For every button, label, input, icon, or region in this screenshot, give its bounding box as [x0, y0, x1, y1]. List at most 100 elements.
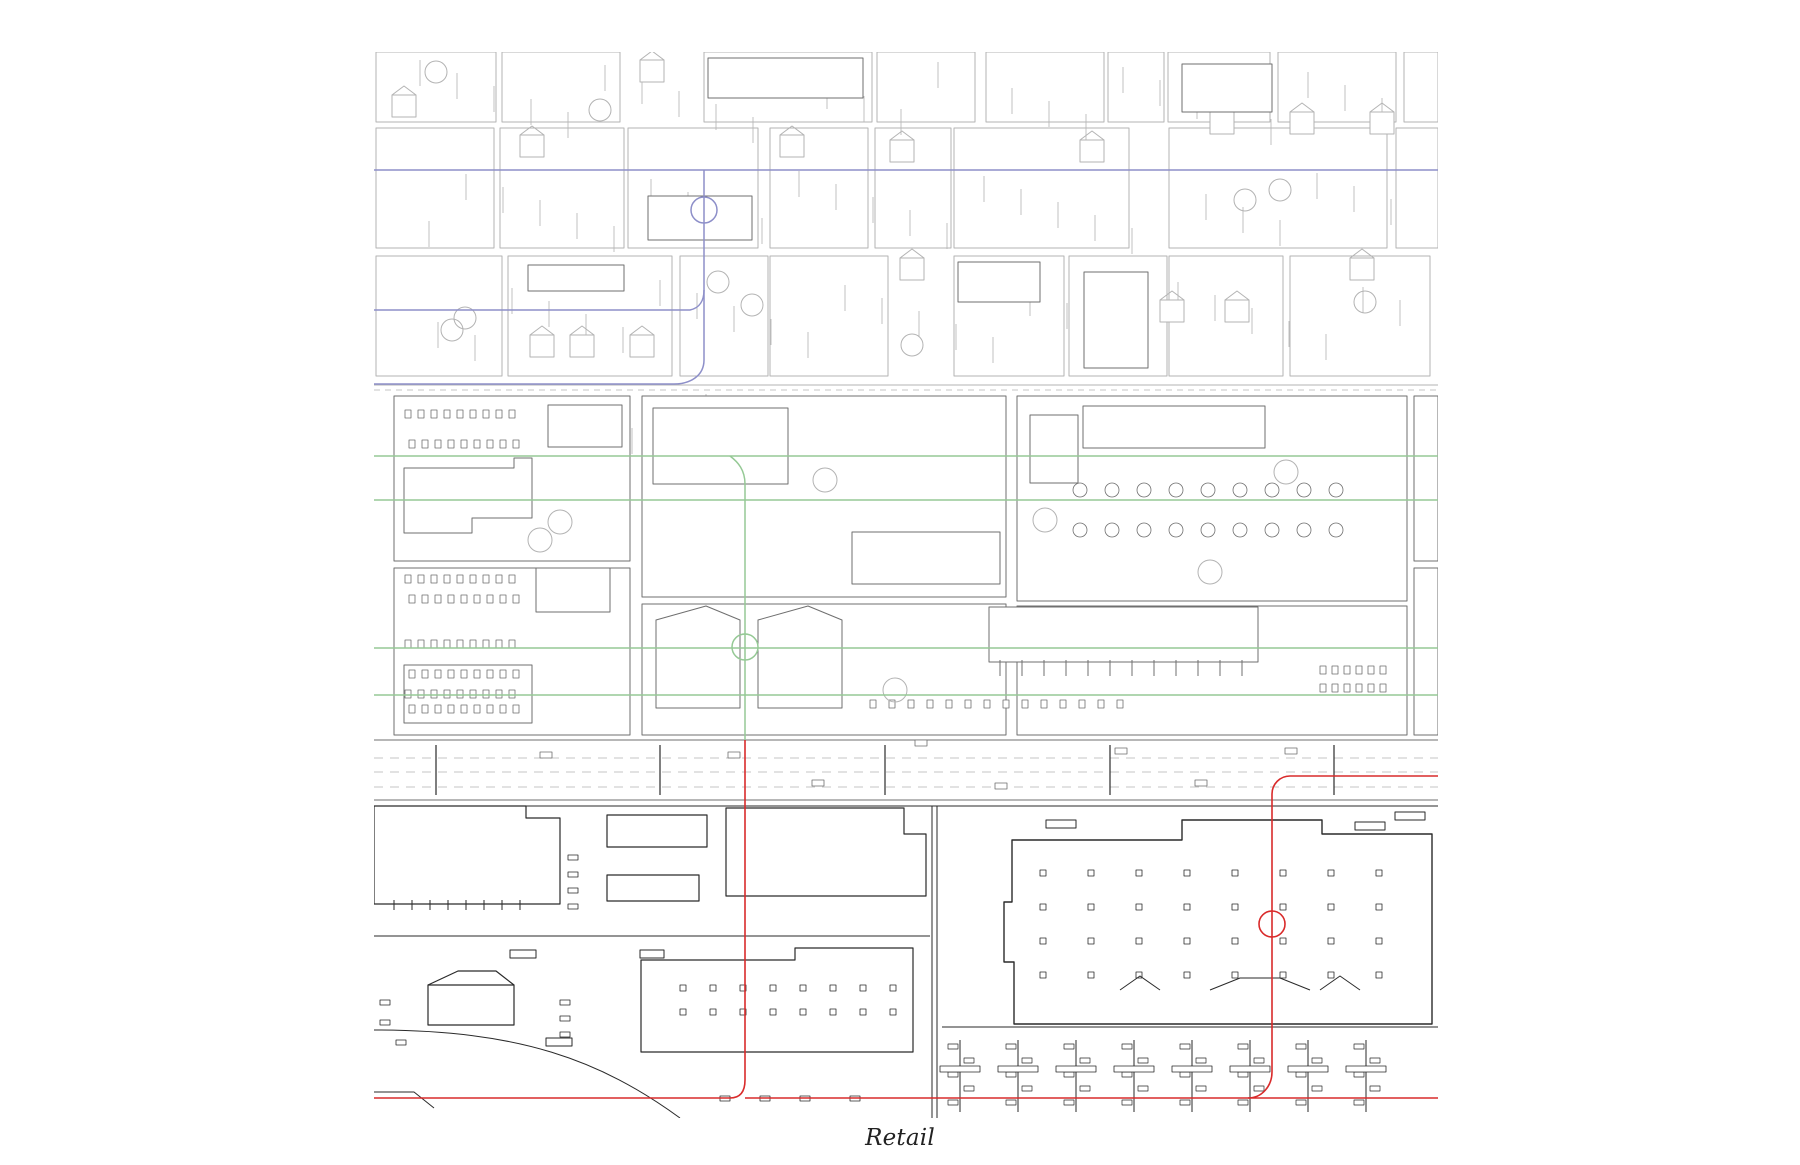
parking-stall [456, 639, 464, 649]
roof-unit [679, 984, 687, 992]
kiosk [1168, 482, 1184, 498]
delivery-truck [1394, 811, 1426, 821]
tree [588, 98, 612, 122]
parking-stall [869, 699, 877, 709]
parking-stall [421, 669, 429, 679]
roof-unit [859, 1008, 867, 1016]
parked-car [947, 1071, 959, 1078]
parked-car [963, 1057, 975, 1064]
parking-stall [408, 439, 416, 449]
farm-roof [1159, 290, 1185, 301]
farm-block [1107, 52, 1165, 123]
roof-unit [1327, 971, 1335, 979]
roof-unit [1087, 903, 1095, 911]
tree [1197, 559, 1223, 585]
roof-unit [1183, 937, 1191, 945]
kiosk [1264, 522, 1280, 538]
parking-stall [447, 594, 455, 604]
parking-stall [404, 639, 412, 649]
roof-unit [709, 1008, 717, 1016]
parked-car [1121, 1071, 1133, 1078]
farm-block [375, 255, 503, 377]
roof-unit [1231, 971, 1239, 979]
car [1284, 747, 1298, 755]
kiosk [1200, 482, 1216, 498]
transit-line-retail [1247, 775, 1438, 1099]
gabled-hall [655, 605, 741, 709]
factory-outline [535, 567, 611, 613]
parking-stall [945, 699, 953, 709]
parking-stall [1367, 683, 1375, 693]
farm-roof [1349, 248, 1375, 259]
tree [812, 467, 838, 493]
parked-car [963, 1085, 975, 1092]
factory-outline [547, 404, 623, 448]
parking-stall [469, 639, 477, 649]
parking-stall [473, 439, 481, 449]
parking-stall [404, 689, 412, 699]
parking-stall [512, 594, 520, 604]
farm-roof [569, 325, 595, 336]
gabled-hall [757, 605, 843, 709]
transit-station-agriculture [690, 196, 718, 224]
parked-car [1021, 1085, 1033, 1092]
parking-stall [456, 689, 464, 699]
tree [706, 270, 730, 294]
parked-car [1121, 1099, 1133, 1106]
parking-stall [443, 639, 451, 649]
roof-unit [1279, 869, 1287, 877]
roof-unit [1135, 869, 1143, 877]
delivery-truck [1354, 821, 1386, 831]
warehouse [1082, 405, 1266, 449]
farm-block [1277, 52, 1397, 123]
roof-unit [769, 984, 777, 992]
roof-unit [1327, 869, 1335, 877]
parking-stall [508, 689, 516, 699]
tree [882, 677, 908, 703]
parking-stall [508, 639, 516, 649]
tree [1353, 290, 1377, 314]
parking-stall [512, 704, 520, 714]
kiosk [1072, 482, 1088, 498]
parking-stall [434, 594, 442, 604]
barn [707, 57, 864, 99]
parking-stall [1116, 699, 1124, 709]
barn [1083, 271, 1149, 369]
parking-stall [417, 639, 425, 649]
tree [900, 333, 924, 357]
roof-unit [799, 984, 807, 992]
factory-outline [403, 664, 533, 724]
parking-stall [495, 409, 503, 419]
parked-car [1121, 1043, 1133, 1050]
car [1194, 779, 1208, 787]
parking-stall [456, 574, 464, 584]
parked-car [1179, 1071, 1191, 1078]
industrial-block [1413, 395, 1438, 562]
barn [1181, 63, 1273, 113]
roof-unit [1087, 869, 1095, 877]
roof-unit [1375, 869, 1383, 877]
roof-unit [1279, 971, 1287, 979]
kiosk [1232, 482, 1248, 498]
parking-stall [417, 574, 425, 584]
big-box-store [640, 947, 914, 1053]
roof-unit [1087, 937, 1095, 945]
parking-stall [421, 594, 429, 604]
kiosk [1328, 522, 1344, 538]
farm-building [1079, 139, 1105, 163]
parking-stall [417, 689, 425, 699]
parking-stall [499, 594, 507, 604]
farm-building [899, 257, 925, 281]
parked-car [559, 1031, 571, 1038]
farm-building [391, 94, 417, 118]
farm-block [1403, 52, 1438, 123]
tree [424, 60, 448, 84]
parking-stall [486, 704, 494, 714]
parking-stall [486, 594, 494, 604]
lot-island [1287, 1065, 1329, 1073]
parked-car [567, 887, 579, 894]
retail-store [725, 807, 927, 897]
transit-station-retail [1258, 910, 1286, 938]
parked-car [947, 1043, 959, 1050]
car [914, 739, 928, 747]
